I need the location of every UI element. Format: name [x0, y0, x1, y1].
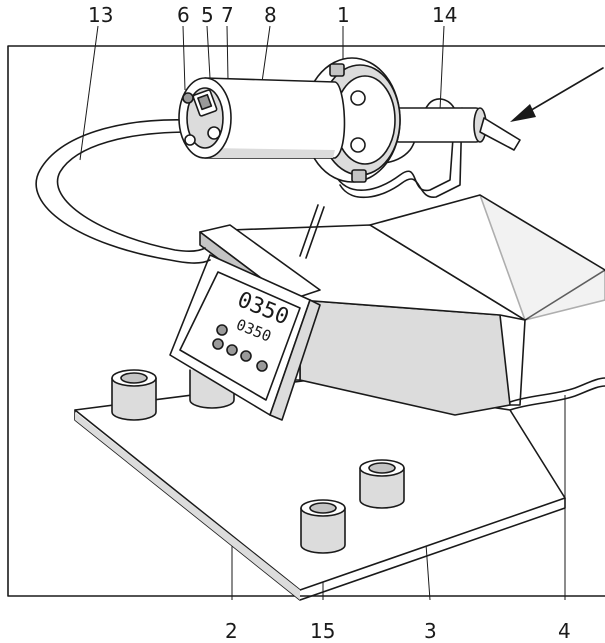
rubber-foot-front — [300, 499, 346, 554]
control-button-4 — [240, 350, 252, 362]
callout-2: 2 — [225, 619, 238, 643]
rubber-foot-left-front — [111, 369, 157, 421]
direction-arrow — [510, 67, 604, 122]
wire-bracket — [334, 98, 456, 192]
rubber-foot-right-back — [359, 459, 405, 509]
diagram-frame — [7, 45, 605, 597]
control-button-1 — [216, 324, 228, 336]
support-rod — [299, 204, 319, 257]
handle-end-cap — [178, 77, 232, 159]
callout-5: 5 — [201, 3, 214, 27]
callout-13: 13 — [88, 3, 113, 27]
callout-1: 1 — [337, 3, 350, 27]
callout-14: 14 — [432, 3, 457, 27]
tool-body — [204, 77, 346, 159]
control-button-2 — [212, 338, 224, 350]
callout-6: 6 — [177, 3, 190, 27]
nozzle — [394, 107, 521, 151]
callout-15: 15 — [310, 619, 335, 643]
control-buttons — [212, 324, 268, 372]
hose — [35, 119, 211, 264]
control-button-3 — [226, 344, 238, 356]
control-unit — [169, 224, 321, 421]
callout-3: 3 — [424, 619, 437, 643]
potentiometer — [182, 92, 194, 104]
callout-7: 7 — [221, 3, 234, 27]
callout-4: 4 — [558, 619, 571, 643]
callout-8: 8 — [264, 3, 277, 27]
control-button-5 — [256, 360, 268, 372]
power-cable — [509, 377, 605, 403]
